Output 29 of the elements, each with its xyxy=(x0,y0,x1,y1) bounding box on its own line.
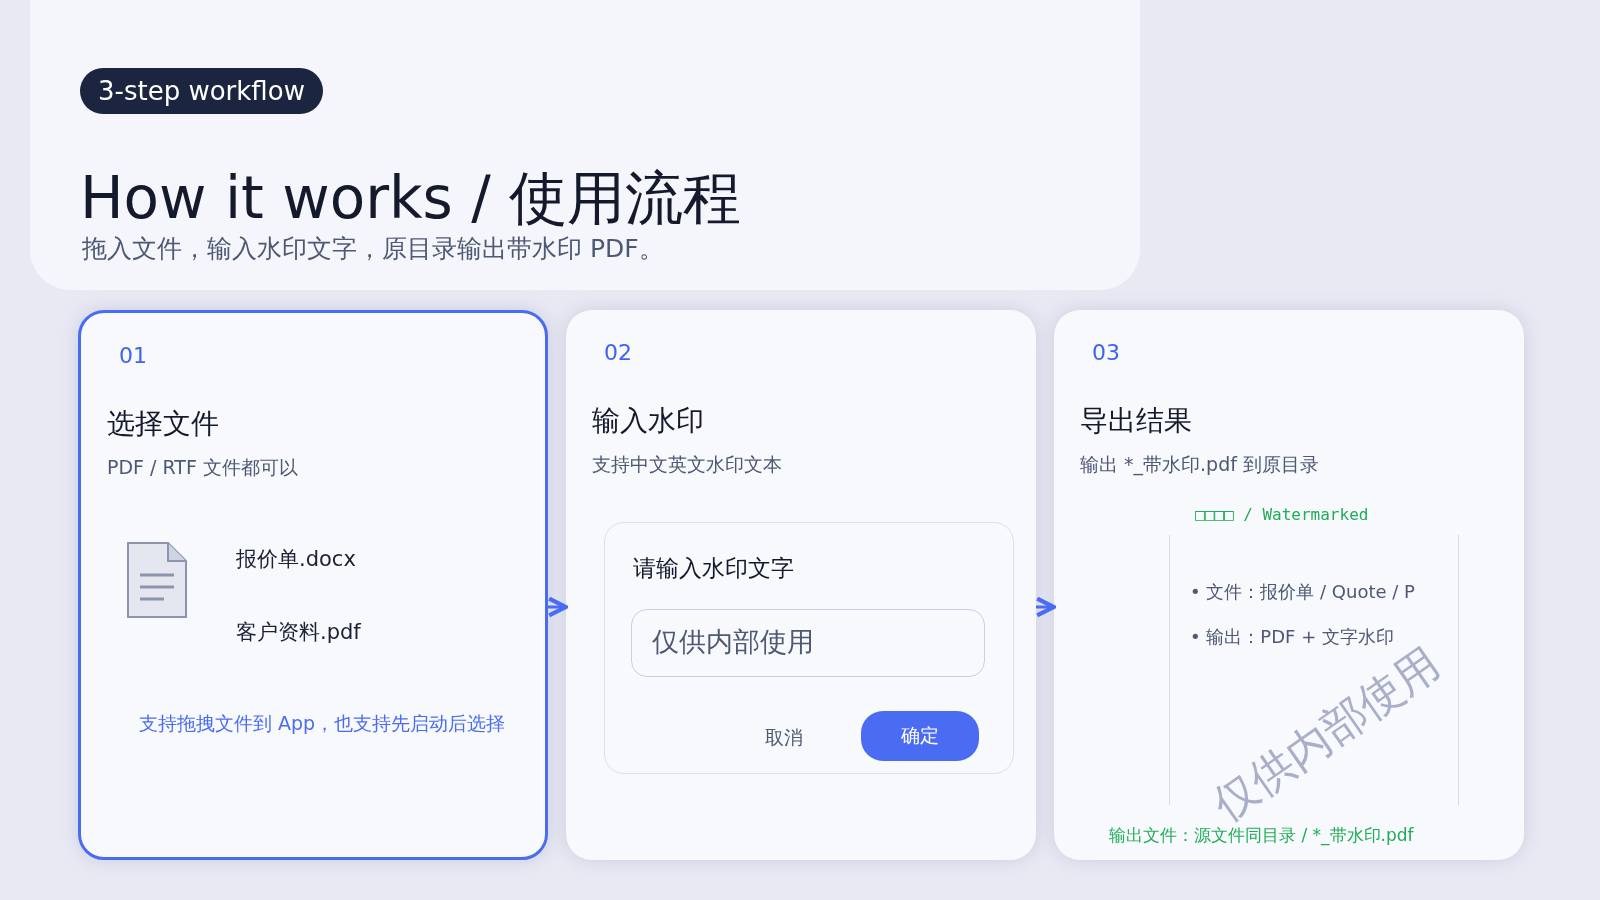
step-number: 02 xyxy=(604,340,632,365)
step-title: 导出结果 xyxy=(1080,403,1192,439)
step-card xyxy=(78,310,548,860)
step-title: 选择文件 xyxy=(107,406,219,442)
file-name: 客户资料.pdf xyxy=(236,619,361,646)
step-number: 03 xyxy=(1092,340,1120,365)
output-path-note: 输出文件：源文件同目录 / *_带水印.pdf xyxy=(1109,824,1414,847)
step-card xyxy=(1054,310,1524,860)
text-input-field: 仅供内部使用 xyxy=(631,609,985,677)
arrow xyxy=(547,596,569,618)
step-card xyxy=(566,310,1036,860)
file-name: 报价单.docx xyxy=(236,546,356,573)
preview-bullet: • 输出：PDF + 文字水印 xyxy=(1190,625,1394,647)
dialog-panel xyxy=(604,522,1014,774)
dialog-title: 请输入水印文字 xyxy=(633,554,794,583)
step-subtitle: 支持中文英文水印文本 xyxy=(592,452,782,477)
preview-heading: □□□□ / Watermarked xyxy=(1195,505,1369,524)
subtitle-text: 拖入文件，输入水印文字，原目录输出带水印 PDF。 xyxy=(82,233,664,265)
step-count-pill: 3-step workflow xyxy=(80,68,323,114)
confirm-button: 确定 xyxy=(861,711,979,761)
preview-bullet: • 文件：报价单 / Quote / P xyxy=(1190,580,1415,604)
step-subtitle: PDF / RTF 文件都可以 xyxy=(107,455,298,480)
hint-text: 支持拖拽文件到 App，也支持先启动后选择 xyxy=(139,711,506,736)
arrow xyxy=(1035,596,1057,618)
page-title: How it works / 使用流程 xyxy=(80,163,742,234)
cancel-button: 取消 xyxy=(765,725,803,751)
step-subtitle: 输出 *_带水印.pdf 到原目录 xyxy=(1080,452,1319,478)
step-number: 01 xyxy=(119,343,147,368)
step-title: 输入水印 xyxy=(592,403,704,439)
